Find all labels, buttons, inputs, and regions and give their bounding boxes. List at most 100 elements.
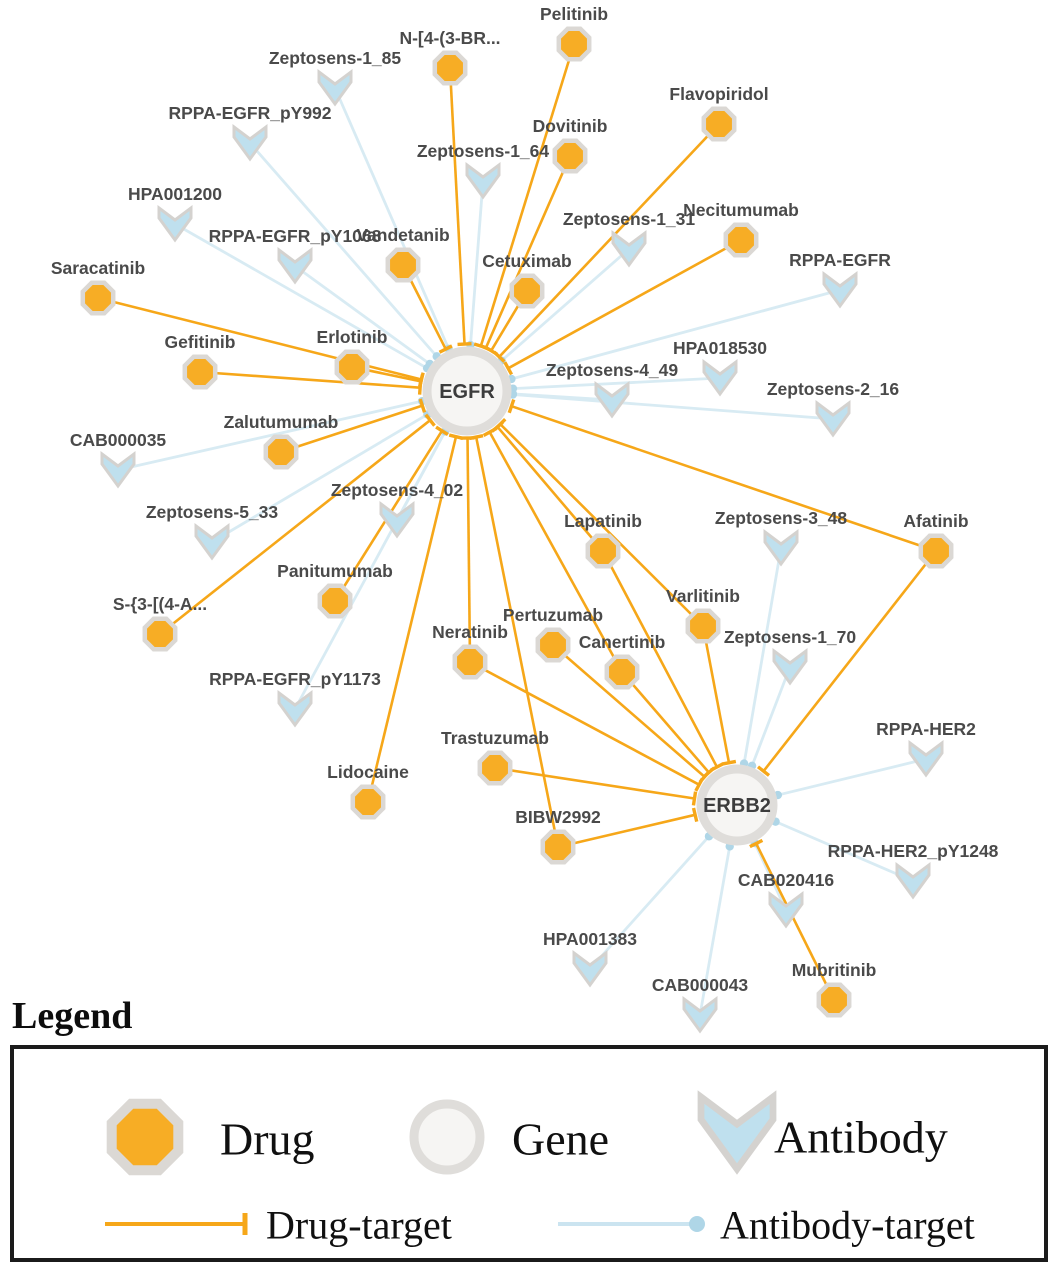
antibody-node-RPPA-HER2 bbox=[908, 740, 944, 778]
antibody-label-Zeptosens-1_70: Zeptosens-1_70 bbox=[724, 627, 857, 647]
drug-target-edge bbox=[496, 425, 604, 552]
antibody-label-RPPA-HER2_pY1248: RPPA-HER2_pY1248 bbox=[828, 841, 999, 861]
drug-edge-inhibition-tee bbox=[691, 791, 698, 806]
antibody-target-edge bbox=[248, 142, 438, 358]
antibody-target-edge bbox=[750, 666, 792, 767]
drug-label-Panitumumab: Panitumumab bbox=[277, 561, 393, 581]
antibody-node-Zeptosens-1_70 bbox=[772, 648, 808, 686]
drug-edge-inhibition-tee bbox=[469, 434, 484, 441]
antibody-label-CAB000043: CAB000043 bbox=[652, 975, 749, 995]
drug-label-Lidocaine: Lidocaine bbox=[327, 762, 409, 782]
drug-node-S-{3-[(4-A... bbox=[142, 616, 178, 652]
antibody-target-dot-icon bbox=[689, 1216, 705, 1232]
drug-node-Pertuzumab bbox=[535, 627, 571, 663]
drug-edge-inhibition-tee bbox=[435, 425, 449, 436]
antibody-node-Zeptosens-5_33 bbox=[194, 523, 230, 561]
antibody-label-RPPA-EGFR_pY1173: RPPA-EGFR_pY1173 bbox=[209, 669, 381, 689]
gene-circle-icon bbox=[409, 1099, 485, 1175]
antibody-node-CAB020416 bbox=[768, 891, 804, 929]
drug-label-Pertuzumab: Pertuzumab bbox=[503, 605, 603, 625]
drug-target-edge bbox=[479, 43, 576, 347]
drug-target-edge bbox=[552, 644, 706, 778]
antibody-target-edge bbox=[294, 264, 431, 366]
antibody-node-HPA018530 bbox=[702, 359, 738, 397]
drug-target-edge bbox=[199, 370, 421, 389]
antibody-target-edge bbox=[777, 757, 927, 797]
drug-edge-inhibition-tee bbox=[756, 765, 771, 777]
antibody-node-Zeptosens-4_49 bbox=[594, 381, 630, 419]
gene-node-ERBB2 bbox=[696, 764, 778, 846]
drug-edge-inhibition-tee bbox=[418, 398, 427, 413]
antibody-node-RPPA-HER2_pY1248 bbox=[895, 862, 931, 900]
antibody-target-edge bbox=[117, 399, 423, 472]
drug-label-Zalutumumab: Zalutumumab bbox=[224, 412, 339, 432]
drug-node-Zalutumumab bbox=[263, 434, 299, 470]
drug-node-Lapatinib bbox=[585, 533, 621, 569]
drug-node-Varlitinib bbox=[685, 608, 721, 644]
drug-node-Saracatinib bbox=[80, 280, 116, 316]
drug-label-Vandetanib: Vandetanib bbox=[356, 225, 449, 245]
drug-node-BIBW2992 bbox=[540, 829, 576, 865]
antibody-target-edge bbox=[174, 222, 428, 370]
drug-label-Varlitinib: Varlitinib bbox=[666, 586, 740, 606]
drug-edge-inhibition-tee bbox=[749, 838, 764, 849]
antibody-chevron-icon bbox=[697, 1090, 777, 1175]
node-labels: EGFRERBB2PelitinibN-[4-(3-BR...Dovitinib… bbox=[51, 4, 999, 995]
drug-target-edge bbox=[754, 842, 836, 1001]
antibody-label-HPA001383: HPA001383 bbox=[543, 929, 637, 949]
antibody-target-edge bbox=[512, 393, 834, 421]
antibody-label-CAB020416: CAB020416 bbox=[738, 870, 835, 890]
drug-node-Mubritinib bbox=[816, 982, 852, 1018]
drug-edge-inhibition-tee bbox=[482, 427, 497, 438]
antibody-target-edge bbox=[293, 430, 447, 710]
drug-node-Erlotinib bbox=[334, 349, 370, 385]
antibody-node-HPA001383 bbox=[572, 950, 608, 988]
antibody-label-HPA018530: HPA018530 bbox=[673, 338, 767, 358]
antibody-node-Zeptosens-1_64 bbox=[465, 162, 501, 200]
legend-gene-label: Gene bbox=[512, 1114, 609, 1165]
drug-label-Afatinib: Afatinib bbox=[903, 511, 968, 531]
drug-edge-inhibition-tee bbox=[457, 341, 472, 347]
antibody-node-Zeptosens-4_02 bbox=[379, 501, 415, 539]
drug-target-edge bbox=[494, 766, 695, 800]
drug-target-edge bbox=[466, 437, 472, 663]
antibody-node-RPPA-EGFR_pY992 bbox=[232, 124, 268, 162]
antibody-label-Zeptosens-1_85: Zeptosens-1_85 bbox=[269, 48, 402, 68]
drug-node-Lidocaine bbox=[350, 784, 386, 820]
drug-node-Afatinib bbox=[918, 533, 954, 569]
drug-edge-inhibition-tee bbox=[698, 770, 711, 784]
drug-target-edge bbox=[762, 550, 938, 772]
antibody-label-Zeptosens-5_33: Zeptosens-5_33 bbox=[146, 502, 279, 522]
drug-target-edge bbox=[469, 660, 700, 786]
antibody-label-Zeptosens-1_64: Zeptosens-1_64 bbox=[417, 141, 550, 161]
drug-node-Canertinib bbox=[604, 654, 640, 690]
drug-label-N-[4-(3-BR...: N-[4-(3-BR... bbox=[399, 28, 500, 48]
antibody-target-edge bbox=[211, 413, 429, 544]
drug-label-Gefitinib: Gefitinib bbox=[165, 332, 236, 352]
antibody-node-RPPA-EGFR_pY1068 bbox=[277, 247, 313, 285]
drug-edge-inhibition-tee bbox=[503, 361, 514, 376]
drug-node-N-[4-(3-BR... bbox=[432, 50, 468, 86]
drug-edge-inhibition-tee bbox=[484, 345, 499, 356]
antibody-node-Zeptosens-1_85 bbox=[317, 69, 353, 107]
drug-label-Dovitinib: Dovitinib bbox=[533, 116, 608, 136]
drug-label-Trastuzumab: Trastuzumab bbox=[441, 728, 549, 748]
antibody-label-Zeptosens-4_02: Zeptosens-4_02 bbox=[331, 480, 464, 500]
antibody-target-edge bbox=[333, 87, 450, 350]
drug-label-Lapatinib: Lapatinib bbox=[564, 511, 642, 531]
drug-label-Saracatinib: Saracatinib bbox=[51, 258, 145, 278]
drug-target-edge bbox=[366, 436, 458, 803]
antibody-target-edge bbox=[698, 846, 732, 1016]
antibody-node-CAB000043 bbox=[682, 996, 718, 1034]
drug-edge-inhibition-tee bbox=[424, 413, 436, 427]
antibody-target-edge bbox=[469, 180, 485, 346]
antibody-label-Zeptosens-3_48: Zeptosens-3_48 bbox=[715, 508, 848, 528]
antibody-node-HPA001200 bbox=[157, 205, 193, 243]
drug-edge-inhibition-tee bbox=[691, 807, 699, 823]
antibody-target-edge bbox=[511, 288, 841, 381]
drug-node-Trastuzumab bbox=[477, 750, 513, 786]
antibody-node-Zeptosens-3_48 bbox=[763, 529, 799, 567]
gene-label-ERBB2: ERBB2 bbox=[703, 795, 771, 817]
legend-drug-edge-label: Drug-target bbox=[266, 1203, 452, 1248]
antibody-node-RPPA-EGFR_pY1173 bbox=[277, 690, 313, 728]
